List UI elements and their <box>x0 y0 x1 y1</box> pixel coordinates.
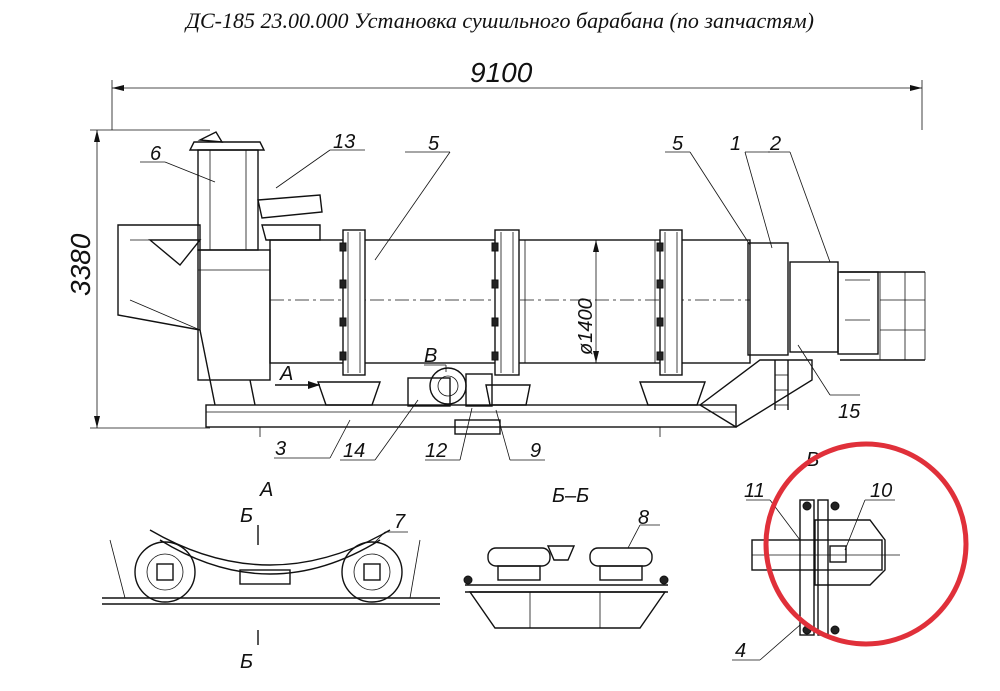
callout-2: 2 <box>769 133 781 155</box>
drum-band-3 <box>656 229 683 376</box>
callout-13: 13 <box>333 131 355 153</box>
drum-band-1 <box>339 229 366 376</box>
callout-11: 11 <box>744 480 765 502</box>
section-mark-b-top: Б <box>240 505 253 527</box>
section-mark-b-bottom: Б <box>240 651 253 673</box>
view-a-detail: А Б Б 7 <box>102 479 440 673</box>
view-v-mark: В <box>424 345 437 367</box>
callout-8: 8 <box>638 507 649 529</box>
main-view: ø1400 <box>117 131 926 437</box>
view-a-title: А <box>259 479 273 501</box>
length-label: 9100 <box>470 57 533 88</box>
callout-10: 10 <box>870 480 892 502</box>
callout-15: 15 <box>838 401 861 423</box>
highlight-circle <box>763 441 969 647</box>
drum-band-2 <box>491 229 520 376</box>
callout-5-left: 5 <box>428 133 440 155</box>
callout-5-right: 5 <box>672 133 684 155</box>
callouts-main: 1 2 3 5 5 6 9 12 13 14 15 <box>140 131 861 462</box>
callout-7: 7 <box>394 511 406 533</box>
view-a-mark: А <box>279 363 293 385</box>
view-v-detail: В 11 10 4 <box>732 441 969 662</box>
height-dimension: 3380 <box>65 129 210 429</box>
height-label: 3380 <box>65 233 96 296</box>
callout-4: 4 <box>735 640 746 662</box>
callout-6: 6 <box>150 143 162 165</box>
callout-1: 1 <box>730 133 741 155</box>
callout-9: 9 <box>530 440 541 462</box>
section-bb-title: Б–Б <box>552 485 589 507</box>
section-bb-detail: Б–Б 8 <box>463 485 669 629</box>
callout-12: 12 <box>425 440 447 462</box>
drawing-title: ДС-185 23.00.000 Установка сушильного ба… <box>186 8 814 33</box>
callout-14: 14 <box>343 440 365 462</box>
length-dimension: 9100 <box>111 57 923 130</box>
diameter-label: ø1400 <box>575 298 597 355</box>
callout-3: 3 <box>275 438 286 460</box>
